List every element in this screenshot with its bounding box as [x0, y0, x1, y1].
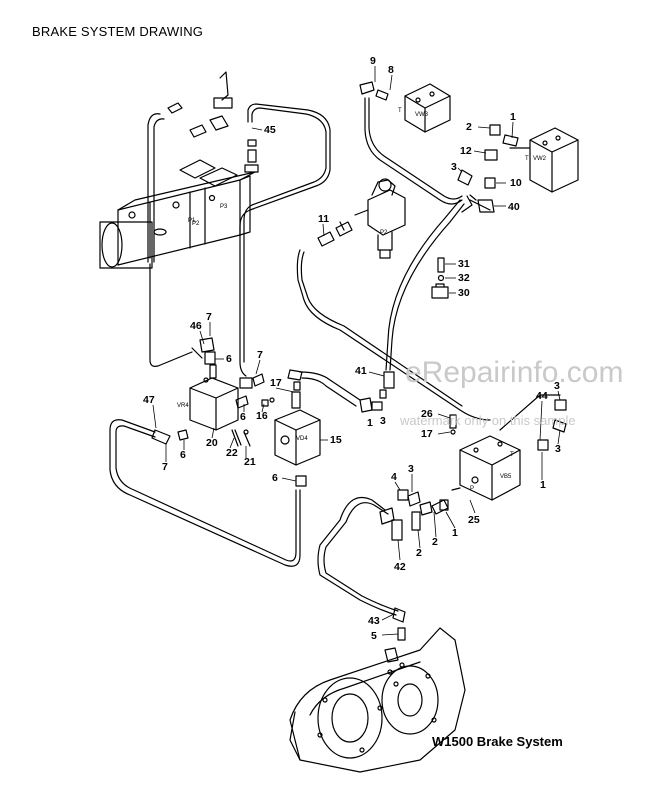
- callout-8: 8: [388, 64, 394, 76]
- callout-1: 1: [510, 111, 516, 123]
- line-top-right: [364, 97, 463, 205]
- line-47: [109, 419, 301, 567]
- callout-31: 31: [458, 258, 470, 270]
- watermark-sub: watermark only on this sample: [400, 413, 576, 428]
- callout-numbers: 9 8 2 1 12 3 10 40 45 11 31 32 30 7 46 6…: [143, 55, 561, 642]
- pump-label-p3: P3: [220, 204, 228, 210]
- callout-42: 42: [394, 561, 406, 573]
- valve-p2: [354, 178, 406, 259]
- callout-6a: 6: [226, 353, 232, 365]
- callout-6b: 6: [240, 411, 246, 423]
- callout-41: 41: [355, 365, 367, 377]
- hydraulic-pump: [99, 159, 256, 269]
- callout-3c: 3: [555, 443, 561, 455]
- callout-45: 45: [264, 124, 276, 136]
- valve-label-vb5: VB5: [500, 474, 512, 480]
- callout-43: 43: [368, 615, 380, 627]
- callout-5: 5: [371, 630, 377, 642]
- valve-label-vr4: VR4: [177, 403, 189, 409]
- callout-10: 10: [510, 177, 522, 189]
- valve-vw3: [404, 83, 451, 133]
- callout-16: 16: [256, 410, 268, 422]
- svg-text:P: P: [470, 486, 474, 492]
- valve-label-vw3: VW3: [415, 112, 429, 118]
- callout-26: 26: [421, 408, 433, 420]
- callout-22: 22: [226, 447, 238, 459]
- callout-20: 20: [206, 437, 218, 449]
- callout-6d: 6: [272, 472, 278, 484]
- callout-25: 25: [468, 514, 480, 526]
- callout-3: 3: [451, 161, 457, 173]
- callout-32: 32: [458, 272, 470, 284]
- line-41: [385, 199, 461, 371]
- callout-15: 15: [330, 434, 342, 446]
- callout-40: 40: [508, 201, 520, 213]
- diagram-caption: W1500 Brake System: [432, 734, 563, 749]
- callout-2a: 2: [432, 536, 438, 548]
- axle-housing: [289, 627, 466, 773]
- line-42: [317, 496, 397, 616]
- valve-vr4: [189, 364, 239, 431]
- svg-text:T: T: [398, 108, 402, 114]
- callout-7a: 7: [206, 311, 212, 323]
- callout-2: 2: [466, 121, 472, 133]
- pump-suction-line: [149, 263, 193, 367]
- svg-text:P1: P1: [188, 218, 196, 224]
- valve-vd4: [274, 381, 321, 466]
- callout-46: 46: [190, 320, 202, 332]
- callout-30: 30: [458, 287, 470, 299]
- valve-label-p2: P2: [380, 230, 388, 236]
- valve-label-vd4: VD4: [296, 436, 308, 442]
- callout-3a: 3: [554, 380, 560, 392]
- callout-6c: 6: [180, 449, 186, 461]
- callout-2b: 2: [416, 547, 422, 559]
- fittings-top-left: [167, 71, 259, 173]
- pump-label-p2: P2: [192, 221, 200, 227]
- callout-4: 4: [391, 471, 397, 483]
- callout-1c: 1: [452, 527, 458, 539]
- line-vd4-up: [299, 371, 361, 401]
- line-45: [239, 103, 331, 377]
- callout-17a: 17: [270, 377, 282, 389]
- callout-44: 44: [536, 390, 548, 402]
- page-title: BRAKE SYSTEM DRAWING: [32, 24, 204, 39]
- line-to-vb5: [296, 249, 491, 421]
- watermark-main: eRepairinfo.com: [405, 356, 624, 389]
- line-40: [469, 199, 491, 211]
- callout-11: 11: [318, 213, 329, 225]
- callout-47: 47: [143, 394, 155, 406]
- line-3-right: [499, 394, 561, 431]
- valve-vb5: [459, 435, 521, 501]
- callout-7c: 7: [162, 461, 168, 473]
- callout-17b: 17: [421, 428, 433, 440]
- valve-label-vw2: VW2: [533, 156, 547, 162]
- svg-text:T: T: [510, 452, 514, 458]
- callout-3b: 3: [380, 415, 386, 427]
- callout-7b: 7: [257, 349, 263, 361]
- block-labels: P1 P2 P3 VW3 VW2 P2 VR4 VD4 VB5 T T T P: [177, 108, 547, 492]
- callout-3d: 3: [408, 463, 414, 475]
- callout-21: 21: [244, 456, 256, 468]
- callout-1b: 1: [540, 479, 546, 491]
- callout-12: 12: [460, 145, 472, 157]
- svg-text:T: T: [525, 156, 529, 162]
- valve-vw2: [529, 127, 579, 193]
- callout-1a: 1: [367, 417, 373, 429]
- callout-9: 9: [370, 55, 376, 67]
